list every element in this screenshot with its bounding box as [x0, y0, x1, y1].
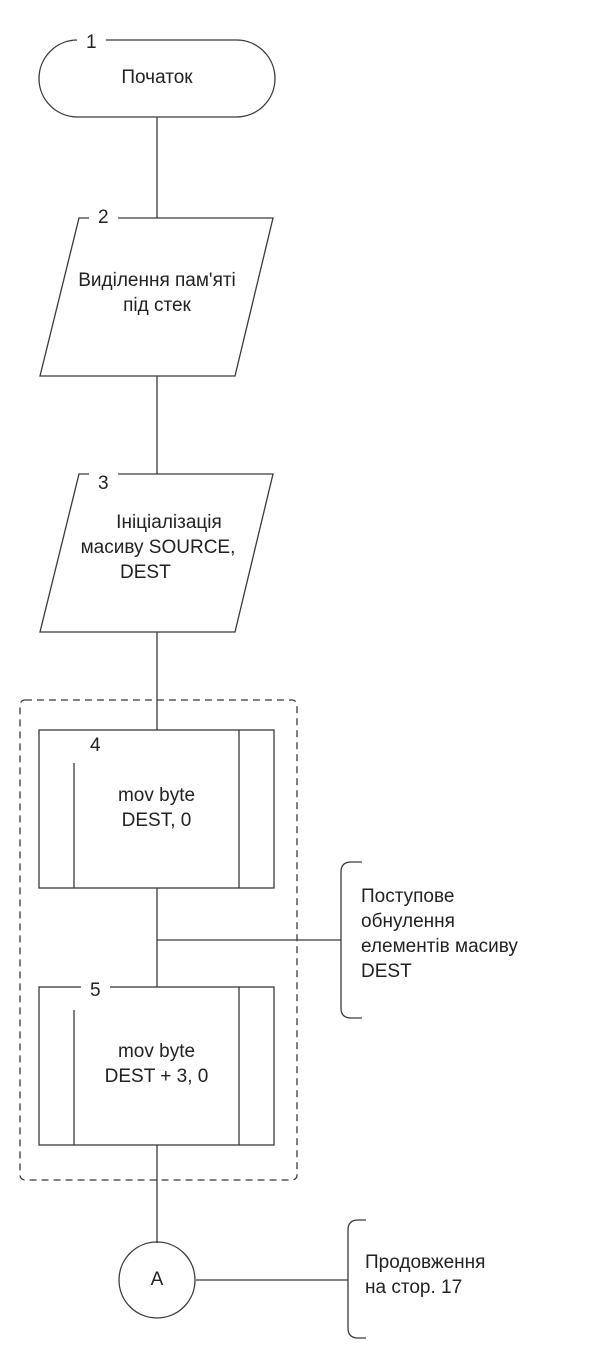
block-3-line-1: Ініціалізація	[116, 512, 222, 533]
block-number-4: 4	[81, 735, 110, 757]
process-block-4	[38, 729, 275, 889]
process-block-5	[38, 986, 275, 1146]
io-block-2	[39, 217, 274, 377]
start-terminator	[38, 39, 276, 118]
block-4-text: mov byte DEST, 0	[74, 783, 239, 833]
block-2-line-2: під стек	[123, 295, 191, 316]
block-5-text: mov byte DEST + 3, 0	[74, 1039, 239, 1089]
block-2-text: Виділення пам'яті під стек	[50, 268, 264, 318]
connector-circle-a	[118, 1241, 196, 1319]
comment-1-line-3: елементів масиву	[361, 936, 518, 957]
block-4-line-1: mov byte	[117, 785, 196, 806]
comment-1-line-2: обнулення	[361, 911, 455, 932]
block-number-2: 2	[89, 207, 118, 229]
comment-2-text: Продовження на стор. 17	[365, 1250, 585, 1300]
block-number-3: 3	[89, 473, 118, 495]
block-5-line-1: mov byte	[117, 1041, 196, 1062]
comment-1-text: Поступове обнулення елементів масиву DES…	[361, 884, 591, 984]
comment-bracket-1	[340, 861, 362, 1019]
block-number-1: 1	[77, 32, 106, 54]
start-label: Початок	[121, 67, 193, 88]
dashed-group	[19, 699, 298, 1181]
block-5-line-2: DEST + 3, 0	[104, 1066, 209, 1087]
io-block-3	[39, 473, 274, 633]
block-number-5: 5	[81, 980, 110, 1002]
comment-1-line-4: DEST	[361, 961, 412, 982]
comment-2-line-2: на стор. 17	[365, 1277, 463, 1298]
comment-2-line-1: Продовження	[365, 1252, 486, 1273]
block-2-line-1: Виділення пам'яті	[78, 270, 236, 291]
block-3-line-3: DEST	[120, 562, 171, 583]
comment-bracket-2	[347, 1219, 366, 1339]
block-3-line-2: масиву SOURCE,	[80, 537, 236, 558]
block-3-text: Ініціалізація масиву SOURCE, DEST	[58, 510, 258, 585]
block-4-line-2: DEST, 0	[121, 810, 192, 831]
connector-label: A	[150, 1269, 164, 1290]
comment-1-line-1: Поступове	[361, 886, 455, 907]
